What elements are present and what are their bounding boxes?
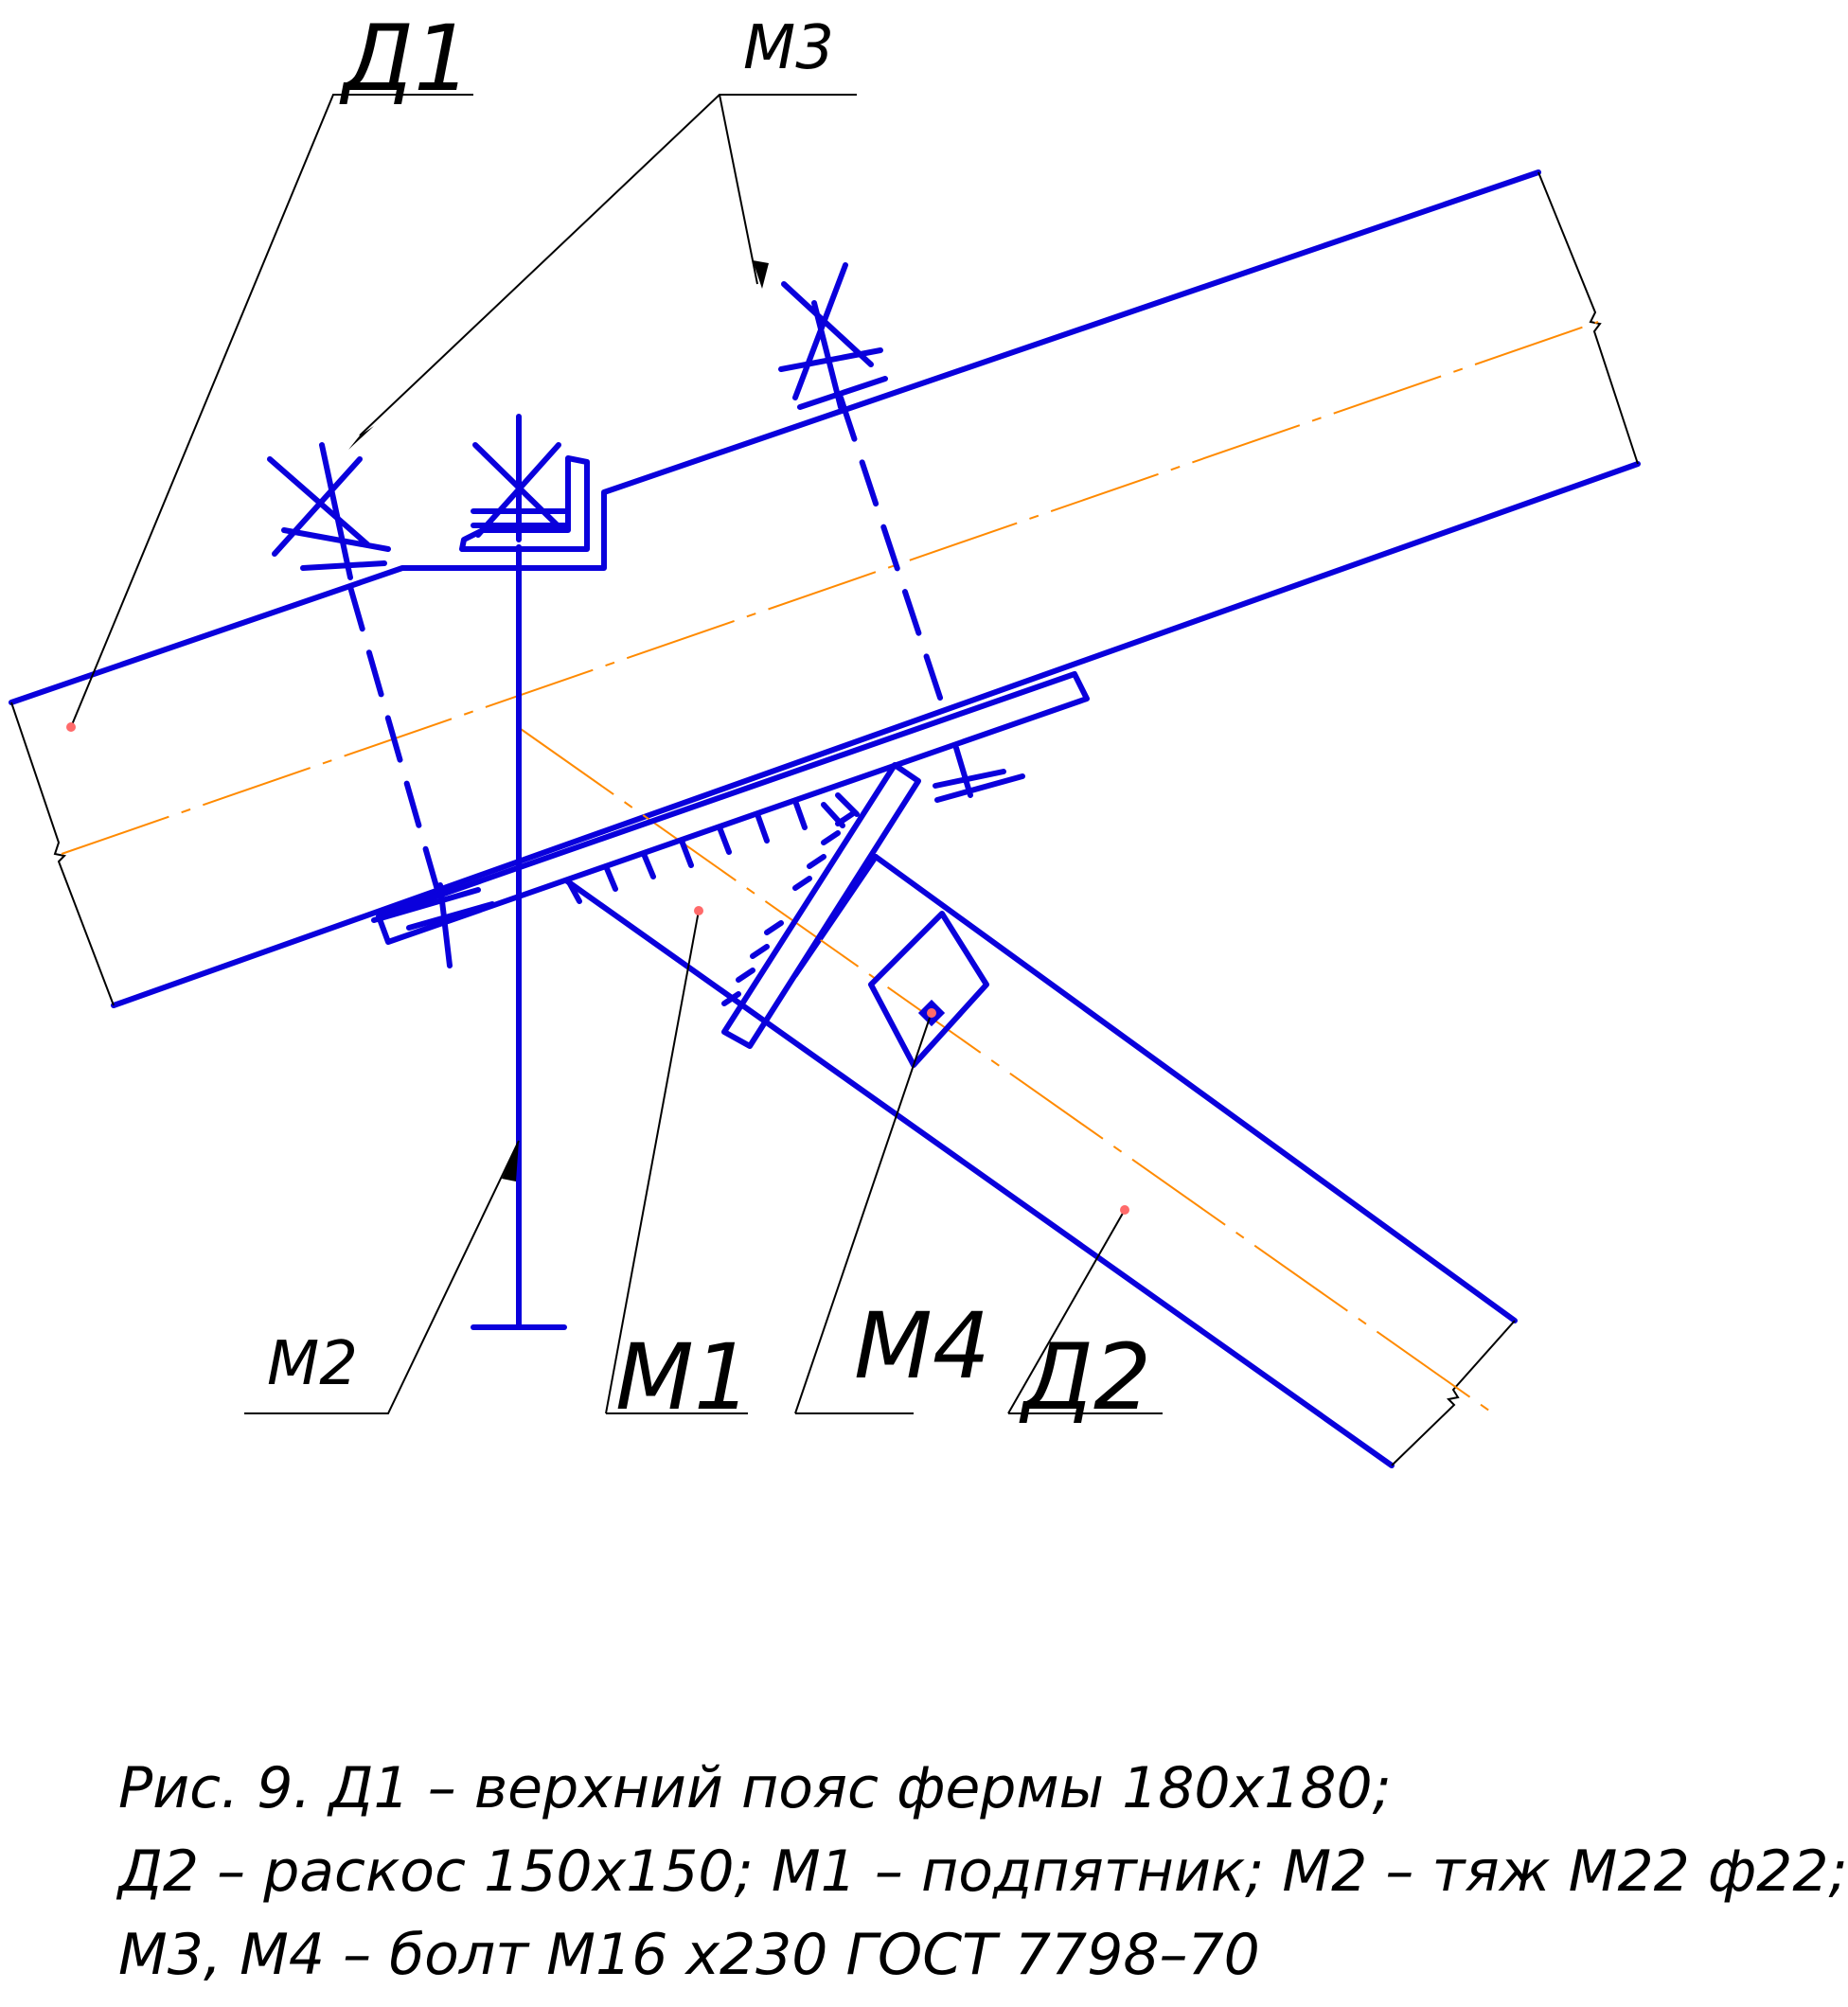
label-m2: М2 (267, 1329, 358, 1399)
bolt-m3-right (778, 262, 1025, 803)
support-shoe-m1 (721, 762, 921, 1049)
caption-line-3: М3, М4 – болт М16 х230 ГОСТ 7798–70 (118, 1922, 1260, 1988)
truss-joint-drawing: Д1 М3 М2 М1 М4 Д2 (9, 6, 1641, 1468)
label-m1: М1 (615, 1324, 752, 1430)
steel-plate (376, 671, 1090, 945)
bolt-m3-left (267, 442, 495, 968)
label-m3: М3 (743, 13, 834, 83)
label-m4: М4 (854, 1293, 990, 1399)
leaders (66, 94, 1163, 1414)
figure-caption: Рис. 9. Д1 – верхний пояс фермы 180х180;… (118, 1747, 1848, 1997)
bolt-m4 (868, 911, 989, 1068)
caption-line-1: Рис. 9. Д1 – верхний пояс фермы 180х180; (118, 1755, 1392, 1821)
top-chord-d1 (9, 169, 1641, 1008)
tie-rod-m2 (459, 414, 590, 1330)
label-d1: Д1 (339, 6, 471, 112)
label-d2: Д2 (1019, 1324, 1151, 1430)
caption-line-2: Д2 – раскос 150х150; М1 – подпятник; М2 … (118, 1838, 1848, 1905)
